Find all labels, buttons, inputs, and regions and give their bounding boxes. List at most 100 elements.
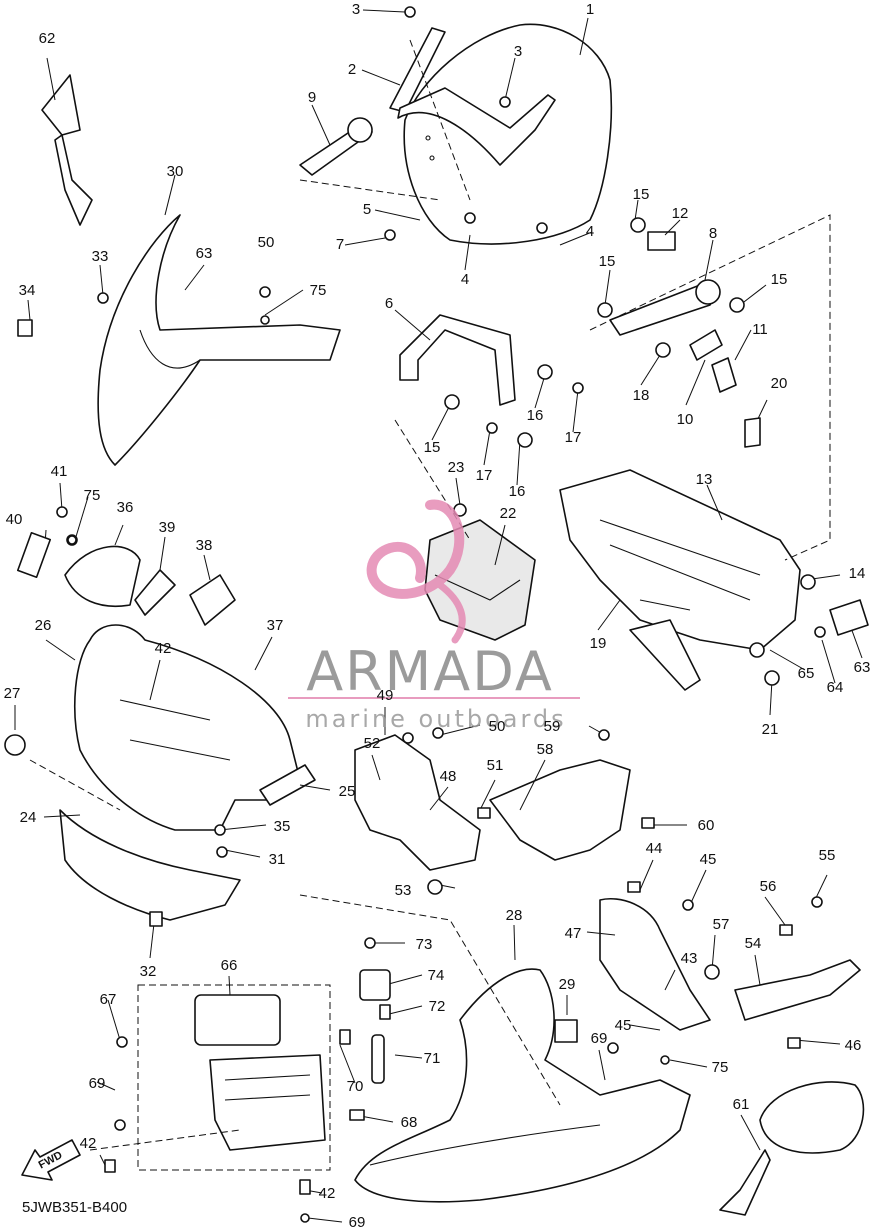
callout-11: 11 (752, 321, 768, 338)
callout-46: 46 (845, 1037, 862, 1054)
callout-15: 15 (599, 253, 616, 270)
callout-30: 30 (167, 163, 184, 180)
callout-32: 32 (140, 963, 157, 980)
callout-75: 75 (310, 282, 327, 299)
callout-15: 15 (771, 271, 788, 288)
callout-19: 19 (590, 635, 607, 652)
callout-69: 69 (591, 1030, 608, 1047)
forward-direction-icon: FWD (21, 1139, 81, 1181)
leader-lines (14, 9, 863, 1223)
left-mirror (41, 74, 93, 226)
callout-numbers: 1 2 3 3 4 4 5 6 7 8 9 10 11 12 13 14 15 … (4, 1, 871, 1228)
right-mirror (719, 1081, 865, 1216)
callout-5: 5 (363, 201, 371, 218)
callout-15: 15 (633, 186, 650, 203)
callout-2: 2 (348, 61, 356, 78)
callout-16: 16 (527, 407, 544, 424)
callout-14: 14 (849, 565, 866, 582)
callout-4: 4 (461, 271, 469, 288)
callout-16: 16 (509, 483, 526, 500)
callout-13: 13 (696, 471, 713, 488)
callout-12: 12 (672, 205, 689, 222)
callout-7: 7 (336, 236, 344, 253)
callout-55: 55 (819, 847, 836, 864)
windshield-bracket (389, 27, 556, 166)
callout-54: 54 (745, 935, 762, 952)
callout-66: 66 (221, 957, 238, 974)
callout-67: 67 (100, 991, 117, 1008)
callout-28: 28 (506, 907, 523, 924)
drawing-code: 5JWB351-B400 (22, 1199, 127, 1216)
callout-42: 42 (80, 1135, 97, 1152)
callout-40: 40 (6, 511, 23, 528)
headlight-stay-frame (559, 469, 801, 691)
callout-3: 3 (514, 43, 522, 60)
callout-45: 45 (615, 1017, 632, 1034)
callout-74: 74 (428, 967, 445, 984)
lower-side-cowl (354, 968, 691, 1203)
callout-75: 75 (712, 1059, 729, 1076)
stay-assembly (299, 117, 516, 406)
meter-unit (424, 519, 536, 641)
callout-64: 64 (827, 679, 844, 696)
callout-52: 52 (364, 735, 381, 752)
watermark: ARMADA marine outboards (288, 499, 580, 733)
upper-side-cowl (97, 214, 341, 466)
duct-covers (64, 545, 316, 806)
callout-69: 69 (89, 1075, 106, 1092)
callout-65: 65 (798, 665, 815, 682)
callout-50: 50 (258, 234, 275, 251)
callout-58: 58 (537, 741, 554, 758)
callout-9: 9 (308, 89, 316, 106)
callout-43: 43 (681, 950, 698, 967)
callout-44: 44 (646, 840, 663, 857)
cowling-stay-lower (734, 959, 861, 1021)
stay-bracket-right (609, 231, 721, 336)
callout-8: 8 (709, 225, 717, 242)
callout-50: 50 (489, 718, 506, 735)
callout-26: 26 (35, 617, 52, 634)
callout-39: 39 (159, 519, 176, 536)
callout-38: 38 (196, 537, 213, 554)
callout-73: 73 (416, 936, 433, 953)
assembly-lines (29, 39, 831, 1171)
callout-42: 42 (155, 640, 172, 657)
callout-15: 15 (424, 439, 441, 456)
callout-56: 56 (760, 878, 777, 895)
callout-1: 1 (586, 1, 594, 18)
callout-69: 69 (349, 1214, 366, 1228)
side-cover-bracket (599, 898, 711, 1031)
callout-71: 71 (424, 1050, 441, 1067)
callout-45: 45 (700, 851, 717, 868)
callout-72: 72 (429, 998, 446, 1015)
callout-48: 48 (440, 768, 457, 785)
callout-63: 63 (854, 659, 871, 676)
callout-62: 62 (39, 30, 56, 47)
callout-57: 57 (713, 916, 730, 933)
callout-36: 36 (117, 499, 134, 516)
callout-70: 70 (347, 1078, 364, 1095)
callout-47: 47 (565, 925, 582, 942)
callout-37: 37 (267, 617, 284, 634)
callout-18: 18 (633, 387, 650, 404)
callout-20: 20 (771, 375, 788, 392)
callout-33: 33 (92, 248, 109, 265)
callout-60: 60 (698, 817, 715, 834)
meter-housing (194, 994, 326, 1151)
callout-10: 10 (677, 411, 694, 428)
callout-21: 21 (762, 721, 779, 738)
watermark-tagline: marine outboards (305, 705, 566, 733)
lower-front-cowl (59, 809, 241, 921)
callout-59: 59 (544, 718, 561, 735)
callout-17: 17 (565, 429, 582, 446)
callout-6: 6 (385, 295, 393, 312)
callout-42: 42 (319, 1185, 336, 1202)
callout-27: 27 (4, 685, 21, 702)
watermark-logo-icon (366, 499, 466, 644)
watermark-brand: ARMADA (306, 640, 554, 703)
callout-49: 49 (377, 687, 394, 704)
callout-17: 17 (476, 467, 493, 484)
callout-25: 25 (339, 783, 356, 800)
callout-34: 34 (19, 282, 36, 299)
